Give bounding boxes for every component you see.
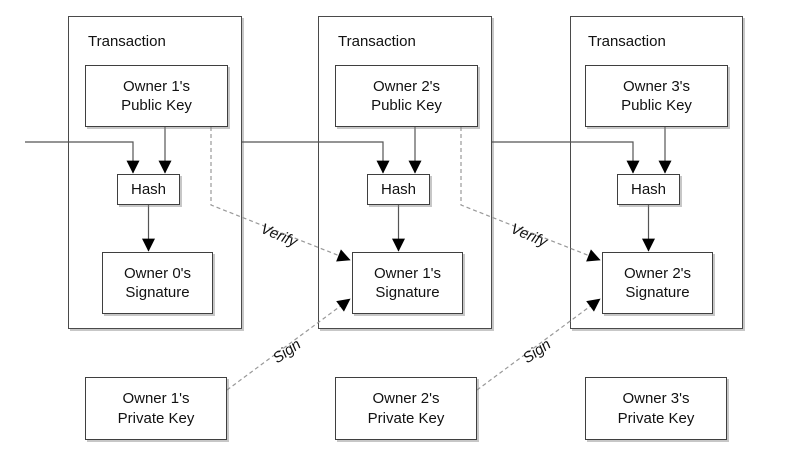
hash-box-2: Hash [367, 174, 430, 205]
chain-line-in-3 [492, 141, 640, 174]
signature-box-3: Owner 2's Signature [602, 252, 713, 314]
private-key-box-1: Owner 1's Private Key [85, 377, 227, 440]
sign-arrow-2 [476, 298, 601, 391]
chain-line-in-2 [242, 141, 390, 174]
public-key-box-2: Owner 2's Public Key [335, 65, 478, 127]
transaction-box-2 [318, 16, 492, 329]
transaction-box-3 [570, 16, 743, 329]
public-key-box-1: Owner 1's Public Key [85, 65, 228, 127]
sign-arrow-1 [226, 298, 351, 391]
verify-arrow-2 [460, 127, 601, 262]
transaction-box-1 [68, 16, 242, 329]
transaction-title-2: Transaction [338, 33, 416, 50]
chain-line-in-1 [25, 141, 140, 174]
hash-box-3: Hash [617, 174, 680, 205]
hash-box-1: Hash [117, 174, 180, 205]
private-key-box-2: Owner 2's Private Key [335, 377, 477, 440]
verify-arrow-1 [210, 127, 351, 262]
transaction-title-1: Transaction [88, 33, 166, 50]
private-key-box-3: Owner 3's Private Key [585, 377, 727, 440]
public-key-box-3: Owner 3's Public Key [585, 65, 728, 127]
transaction-title-3: Transaction [588, 33, 666, 50]
signature-box-1: Owner 0's Signature [102, 252, 213, 314]
signature-box-2: Owner 1's Signature [352, 252, 463, 314]
